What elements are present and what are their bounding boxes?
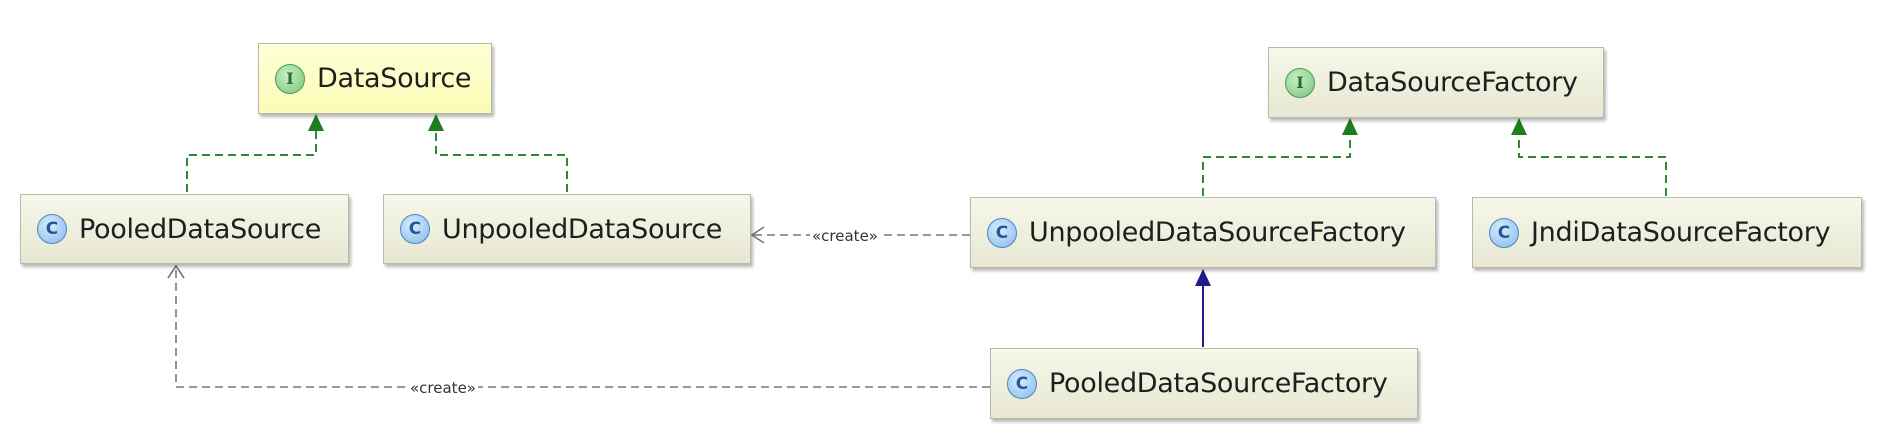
class-icon: C	[37, 214, 67, 244]
edge-pooleddatasource-implements-datasource	[186, 127, 317, 192]
edge-pooledfactory-creates-pooleddatasource	[175, 268, 990, 388]
arrowhead-implements	[428, 114, 444, 131]
class-icon: C	[400, 214, 430, 244]
edge-unpooledfactory-implements-datasourcefactory	[1202, 131, 1351, 196]
node-unpooleddatasourcefactory[interactable]: C UnpooledDataSourceFactory	[970, 197, 1436, 268]
node-label: JndiDataSourceFactory	[1531, 217, 1831, 248]
arrowhead-implements	[308, 114, 324, 131]
node-pooleddatasourcefactory[interactable]: C PooledDataSourceFactory	[990, 348, 1418, 419]
node-label: DataSourceFactory	[1327, 67, 1578, 98]
node-datasource[interactable]: I DataSource	[258, 43, 492, 114]
node-label: UnpooledDataSourceFactory	[1029, 217, 1406, 248]
interface-icon: I	[1285, 67, 1315, 98]
node-datasourcefactory[interactable]: I DataSourceFactory	[1268, 47, 1604, 118]
arrowhead-implements	[1342, 118, 1358, 135]
arrowhead-create	[167, 264, 185, 279]
arrowhead-extends	[1195, 269, 1211, 286]
node-label: DataSource	[317, 63, 472, 94]
node-label: PooledDataSource	[79, 213, 322, 245]
create-stereotype-label: «create»	[408, 379, 478, 397]
node-label: UnpooledDataSource	[442, 213, 723, 245]
interface-icon: I	[275, 63, 305, 94]
arrowhead-implements	[1511, 118, 1527, 135]
edge-unpooleddatasource-implements-datasource	[435, 127, 568, 192]
edge-jndifactory-implements-datasourcefactory	[1518, 131, 1667, 196]
create-stereotype-label: «create»	[810, 227, 880, 245]
node-unpooleddatasource[interactable]: C UnpooledDataSource	[383, 194, 751, 264]
node-pooleddatasource[interactable]: C PooledDataSource	[20, 194, 349, 264]
class-icon: C	[1489, 217, 1519, 248]
arrowhead-create	[750, 226, 765, 244]
node-label: PooledDataSourceFactory	[1049, 368, 1388, 399]
class-icon: C	[987, 217, 1017, 248]
node-jndidatasourcefactory[interactable]: C JndiDataSourceFactory	[1472, 197, 1862, 268]
class-icon: C	[1007, 368, 1037, 399]
